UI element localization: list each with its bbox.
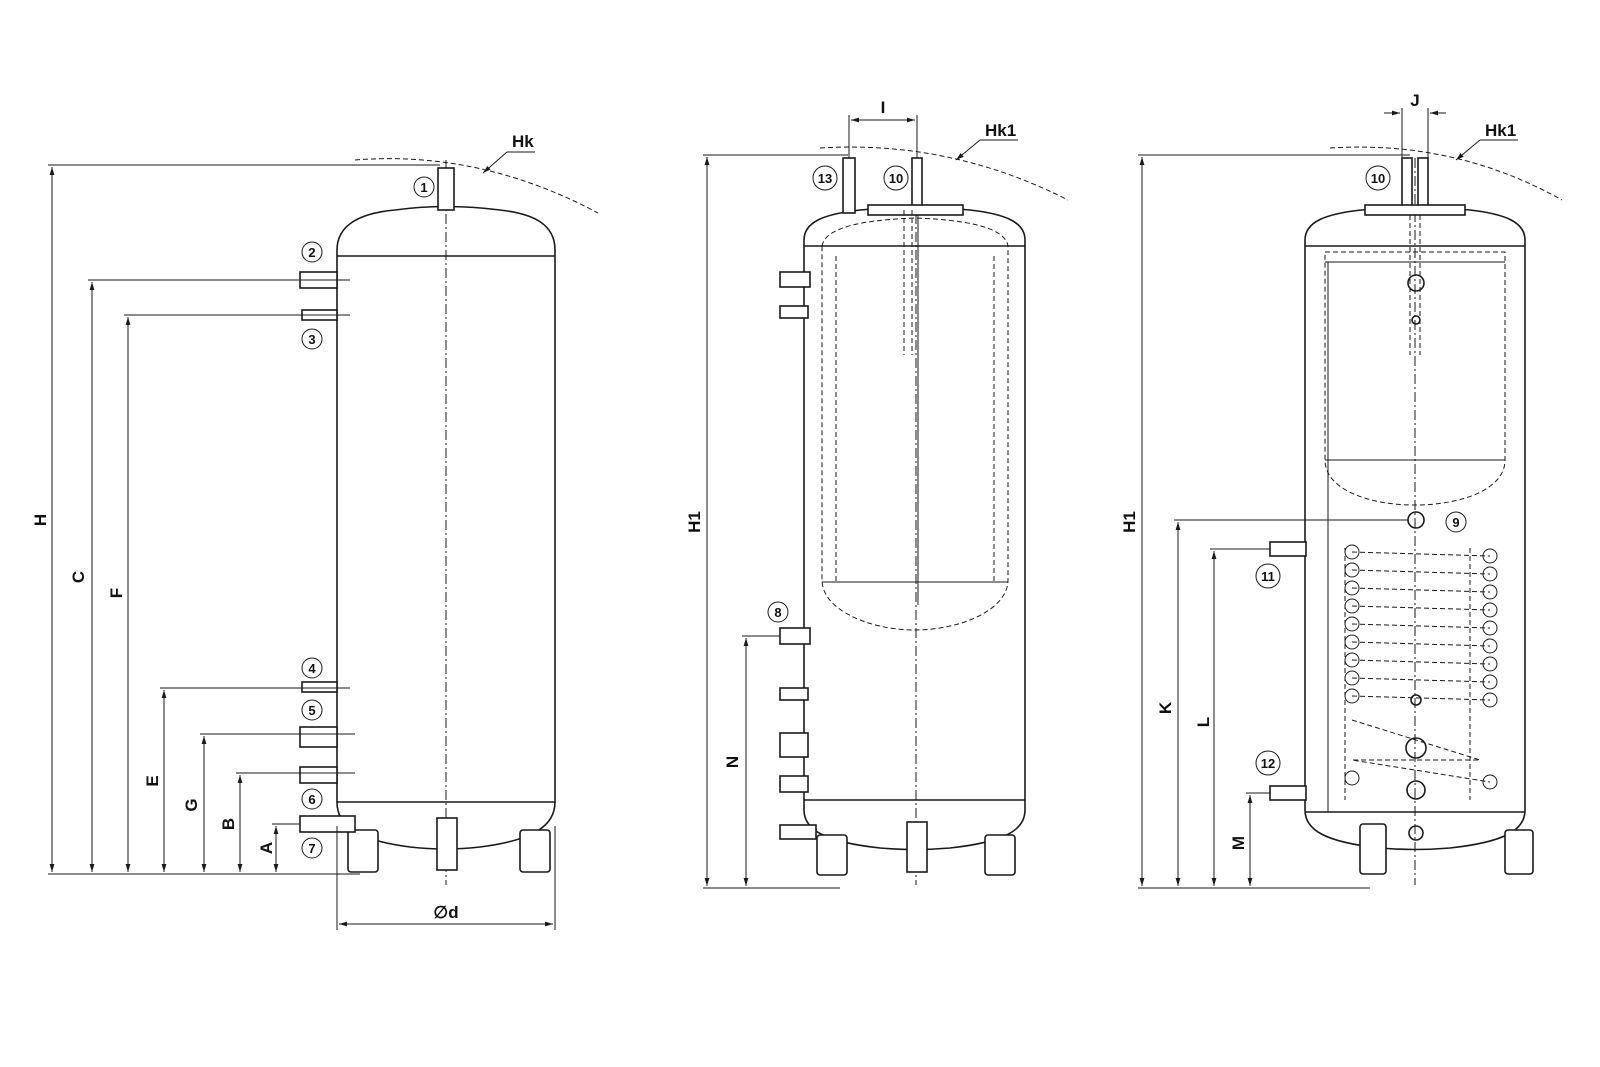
dim-A-label: A [257,842,276,854]
connection-8-pipe [779,627,811,645]
tank-left-view: Hk 1 2 3 4 5 6 7 H C F E G B [31,132,599,930]
dim-I-label: I [881,98,886,117]
connection-12-pipe [1269,785,1307,801]
dim-H-label: H [31,514,50,526]
callout-5: 5 [301,699,323,721]
dim-N-label: N [723,756,742,768]
connection-6-pipe [299,766,338,784]
callout-2: 2 [301,241,323,263]
callout-10-middle: 10 [883,165,909,191]
connection-13-pipe [842,157,856,214]
middle-side-pipe-7 [779,824,817,840]
dim-K-label: K [1156,701,1175,714]
svg-text:5: 5 [308,703,315,718]
hk1-arc-middle [819,146,1069,201]
svg-text:9: 9 [1452,515,1459,530]
middle-leg-right [984,834,1016,876]
callout-10-right: 10 [1365,165,1391,191]
middle-leg-left [816,834,848,876]
middle-side-pipe-1 [779,271,811,288]
svg-text:1: 1 [420,180,427,195]
hk1-label-middle: Hk1 [985,121,1016,140]
svg-text:10: 10 [889,171,903,186]
dim-F-label: F [107,588,126,598]
dim-H1-right-label: H1 [1120,511,1139,533]
connection-7-pipe [299,815,356,833]
hk1-arc-right [1329,146,1563,201]
callout-13: 13 [812,165,838,191]
right-top-flange [1364,204,1466,216]
leg-right [519,829,551,873]
hk1-label-right: Hk1 [1485,121,1516,140]
connection-11-pipe [1269,541,1307,557]
svg-text:8: 8 [774,605,781,620]
callout-11: 11 [1255,563,1281,589]
middle-side-pipe-2 [779,305,809,319]
inner-tank [821,217,1009,631]
svg-text:11: 11 [1261,569,1275,584]
callout-7: 7 [301,837,323,859]
dim-J-label: J [1410,91,1419,110]
svg-text:2: 2 [308,245,315,260]
dim-M-label: M [1229,836,1248,850]
dim-E-label: E [143,775,162,786]
hk-label: Hk [512,132,534,151]
heat-exchanger-coil [1344,544,1498,800]
callout-8: 8 [767,601,789,623]
right-leg-right [1504,829,1534,875]
dim-H1-middle-label: H1 [685,511,704,533]
svg-text:4: 4 [308,661,316,676]
svg-text:3: 3 [308,332,315,347]
dim-C-label: C [69,571,88,583]
svg-text:10: 10 [1371,171,1385,186]
dim-G-label: G [182,798,201,811]
svg-text:7: 7 [308,841,315,856]
middle-side-pipe-5 [779,732,809,758]
svg-text:12: 12 [1261,756,1275,771]
callout-6: 6 [301,788,323,810]
connection-1-pipe [437,167,455,211]
tank-middle-view: Hk1 I 13 10 8 H1 N [685,98,1069,889]
leg-left [347,829,379,873]
right-leg-left [1359,823,1387,875]
svg-text:6: 6 [308,792,315,807]
callout-12: 12 [1255,750,1281,776]
dim-diameter-label: ∅d [433,903,458,922]
svg-text:13: 13 [818,171,832,186]
callout-3: 3 [301,328,323,350]
tank-middle-shell [803,206,1026,851]
callout-9: 9 [1445,511,1467,533]
connection-5-pipe [299,726,338,748]
middle-side-pipe-4 [779,687,809,701]
tank-right-view: Hk1 J 10 9 11 12 H1 K L M [1120,91,1563,889]
dim-L-label: L [1194,717,1213,727]
top-flange [867,204,964,216]
sensor-port-upper [1407,274,1425,292]
middle-side-pipe-6 [779,775,809,793]
connection-9-port [1407,511,1425,529]
bottom-drain-pipe [436,817,458,871]
hk-arc [354,158,599,214]
dim-B-label: B [219,818,238,830]
callout-1: 1 [413,176,435,198]
middle-bottom-pipe [906,821,928,873]
connection-4-pipe [301,681,338,693]
callout-4: 4 [301,657,323,679]
